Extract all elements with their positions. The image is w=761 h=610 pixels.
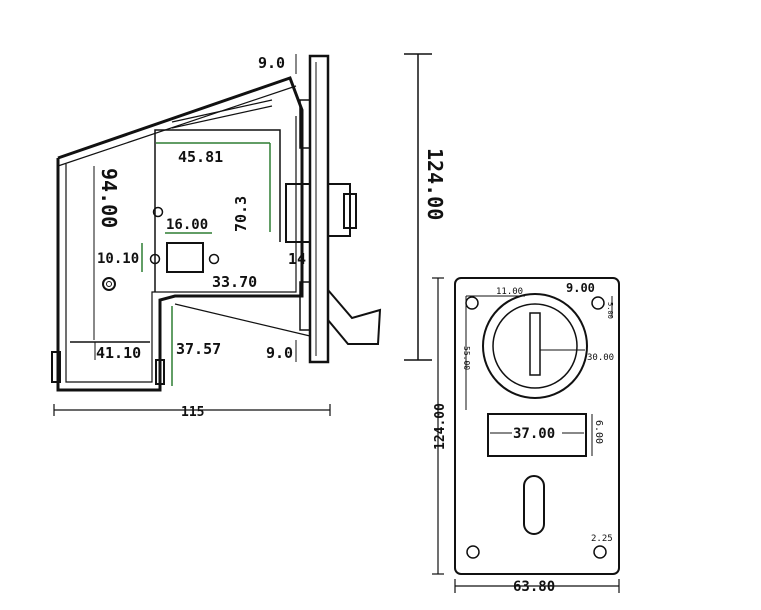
side-lower-slant: [174, 303, 311, 337]
side-coin-block: [285, 183, 311, 243]
front-hole-tr: [591, 296, 605, 310]
side-tab-bottom: [299, 281, 311, 331]
label-45-81: 45.81: [178, 148, 223, 166]
side-view: 9.0 9.0 45.81 94.00 70.3 16.00 10.10 33.…: [51, 54, 382, 420]
front-return-slot: [523, 475, 545, 535]
front-plate: [454, 277, 620, 575]
label-6-00: 6.00: [593, 420, 604, 444]
label-37-57: 37.57: [176, 340, 221, 358]
front-hole-tl: [465, 296, 479, 310]
label-9-top: 9.0: [258, 54, 285, 72]
side-flange: [308, 54, 330, 364]
label-124-front: 124.00: [433, 403, 448, 450]
side-hole-4-inner: [106, 281, 112, 287]
label-9-bottom: 9.0: [266, 344, 293, 362]
front-hole-bl: [466, 545, 480, 559]
label-16: 16.00: [166, 217, 208, 233]
side-housing-inner: [65, 116, 297, 383]
front-hole-br: [593, 545, 607, 559]
label-30-00: 30.00: [587, 353, 614, 363]
label-63-80: 63.80: [513, 579, 555, 595]
label-115: 115: [181, 405, 204, 420]
label-9-00: 9.00: [566, 281, 595, 295]
front-coin-slot: [529, 312, 541, 376]
side-inner-box: [154, 129, 281, 292]
front-coin-ring-inner: [492, 303, 578, 389]
label-37-00: 37.00: [513, 426, 555, 442]
front-reject-window: [487, 413, 587, 457]
label-11-00: 11.00: [496, 287, 523, 297]
front-view: 11.00 9.00 5.00 55.00 30.00 37.00 6.00 1…: [432, 277, 620, 595]
label-10-10: 10.10: [97, 251, 139, 267]
side-hole-3: [208, 253, 220, 265]
label-94: 94.00: [97, 168, 121, 228]
side-hole-2: [149, 253, 161, 265]
label-55-00: 55.00: [462, 346, 471, 370]
side-rail-2: [171, 105, 273, 129]
label-33-70: 33.70: [212, 273, 257, 291]
label-124-large: 124.00: [423, 148, 447, 220]
side-coin-cap: [343, 193, 357, 229]
side-coin-insert: [327, 183, 351, 237]
label-14: 14: [288, 250, 306, 268]
side-hole-1: [152, 206, 164, 218]
front-coin-ring-outer: [482, 293, 588, 399]
side-foot-left: [51, 351, 61, 383]
side-foot-right: [155, 359, 165, 385]
label-5-00: 5.00: [606, 302, 614, 319]
label-2-25: 2.25: [591, 534, 613, 544]
side-tab-top: [299, 99, 311, 149]
label-41-10: 41.10: [96, 344, 141, 362]
side-slot: [166, 242, 204, 273]
side-rail: [171, 99, 273, 123]
side-housing-outline: [56, 76, 304, 392]
side-chute: [327, 289, 382, 345]
label-70-3: 70.3: [232, 196, 250, 232]
side-hole-4: [102, 277, 116, 291]
side-top-slant: [57, 85, 297, 167]
overall-height-dimension: 124.00: [404, 53, 447, 361]
